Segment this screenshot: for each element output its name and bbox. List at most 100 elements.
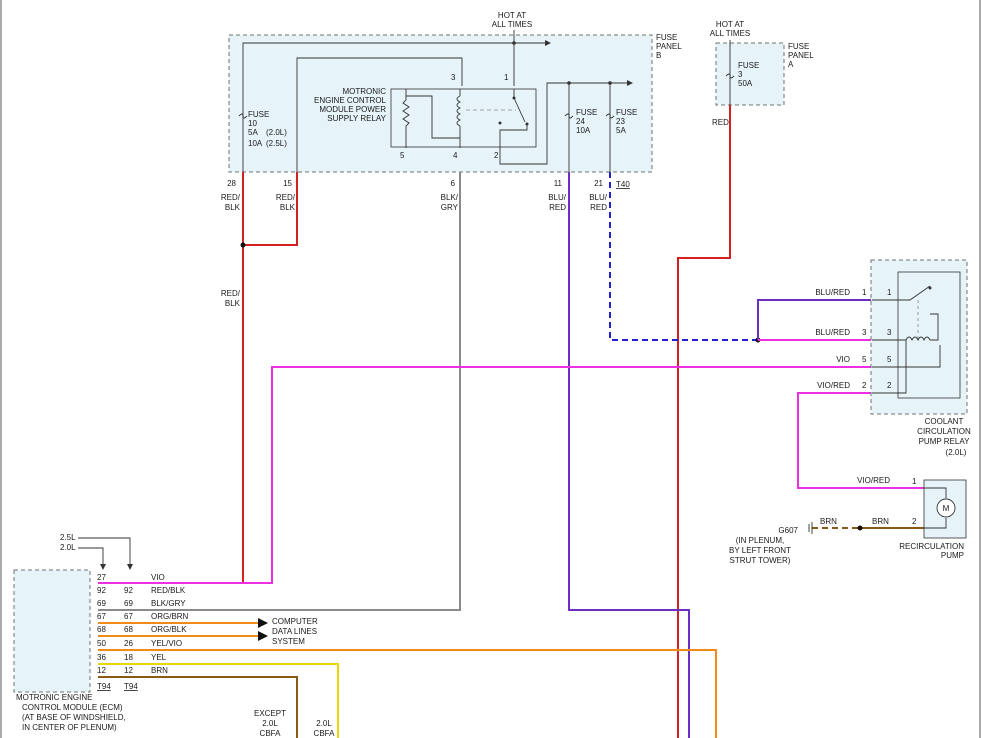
pump-pin-1: 1 (912, 477, 917, 486)
coolant-relay-pin-3-out: 3 (862, 328, 867, 337)
ecm-row-3-color: BLK/GRY (151, 599, 186, 608)
ecm-row-8-b: 12 (124, 666, 133, 675)
connector-t40: T40 (616, 180, 630, 189)
relay-internal-1 (406, 95, 460, 139)
wire-label-brn-2: BRN (872, 517, 889, 526)
data-lines-2: DATA LINES (272, 627, 317, 636)
ecm-row-6-a: 50 (97, 639, 106, 648)
ecm-row-2-a: 92 (97, 586, 106, 595)
relay-contact-3 (498, 121, 502, 125)
fuse23-label-2: 23 (616, 117, 625, 126)
fuse-panel-a-label-3: A (788, 60, 794, 69)
wire-label-red: RED (712, 118, 729, 127)
wire-red-blk-28 (98, 172, 244, 584)
relay-pin-1: 1 (504, 73, 509, 82)
recirculation-pump: 1 2 M RECIRCULATION PUMP (899, 477, 967, 560)
fuse-3-icon (725, 73, 735, 79)
variant-line-25l (78, 537, 131, 566)
wire-label-vio: VIO (836, 355, 850, 364)
ecm-row-6-color: YEL/VIO (151, 639, 182, 648)
relay-pin-5: 5 (400, 151, 405, 160)
coolant-relay-coil-icon (905, 336, 931, 342)
coolant-circulation-pump-relay: 1 3 5 2 1 3 5 2 COOLANT CIRCULATION PUMP… (862, 259, 971, 457)
pump-wire-2 (924, 518, 947, 529)
wire-red-blk-15 (243, 172, 298, 246)
wire-label-red-blk-mid-1: RED/ (221, 289, 241, 298)
variant-arrow-20l (100, 564, 106, 570)
ecm-variant-20l: 2.0L (60, 543, 76, 552)
fuse24-label-3: 10A (576, 126, 591, 135)
fuse10-variant-1: (2.0L) (266, 128, 287, 137)
note-only-1: 2.0L (316, 719, 332, 728)
relay-label-4: SUPPLY RELAY (327, 114, 386, 123)
fuse-panel-a: HOT AT ALL TIMES FUSE PANEL A FUSE 3 50A… (710, 20, 814, 127)
ecm-row-5-color: ORG/BLK (151, 625, 187, 634)
bus-top (242, 42, 545, 172)
fuse23-label-1: FUSE (616, 108, 637, 117)
coolant-relay-switch-icon (872, 285, 931, 301)
fuse-panel-a-box (715, 42, 785, 106)
fuse3-label-1: FUSE (738, 61, 759, 70)
ecm-connector-2: T94 (124, 682, 138, 691)
fuse3-label-3: 50A (738, 79, 753, 88)
hot-at-all-times-b-2: ALL TIMES (492, 20, 532, 29)
fuse10-label-4: 10A (248, 139, 263, 148)
wire-label-blk-gry-1: BLK/ (441, 193, 459, 202)
pump-pin-2: 2 (912, 517, 917, 526)
wire-label-blk-gry-2: GRY (441, 203, 459, 212)
wire-label-brn-1: BRN (820, 517, 837, 526)
fuse-panel-b-label-2: PANEL (656, 42, 682, 51)
ecm-row-7-b: 18 (124, 653, 133, 662)
fuse10-label-3: 5A (248, 128, 258, 137)
ecm-row-1-color: VIO (151, 573, 165, 582)
coolant-relay-pin2-line (872, 340, 907, 394)
ground-location-1: (IN PLENUM, (736, 536, 784, 545)
wire-yel-vio (98, 649, 717, 738)
wire-label-red-blk-15-2: BLK (280, 203, 296, 212)
fuse-panel-b-label-1: FUSE (656, 33, 677, 42)
note-only-2: CBFA (314, 729, 336, 738)
coolant-relay-label-1: COOLANT (925, 417, 964, 426)
hot-at-all-times-a-2: ALL TIMES (710, 29, 750, 38)
data-lines-3: SYSTEM (272, 637, 305, 646)
wire-label-red-blk-28-1: RED/ (221, 193, 241, 202)
fuse-24-icon (564, 113, 574, 119)
wire-label-vio-red: VIO/RED (817, 381, 850, 390)
relay-resistor-icon (402, 89, 410, 148)
coolant-relay-pin-2-out: 2 (862, 381, 867, 390)
coolant-relay-body (897, 271, 961, 399)
arrow-org-blk (258, 631, 268, 641)
ecm-row-5-a: 68 (97, 625, 106, 634)
fuse-panel-a-label-2: PANEL (788, 51, 814, 60)
relay-pin-2: 2 (494, 151, 499, 160)
power-supply-relay-box (390, 88, 537, 148)
ecm-row-2-color: RED/BLK (151, 586, 186, 595)
ground-location-2: BY LEFT FRONT (729, 546, 791, 555)
ecm-row-7-a: 36 (97, 653, 106, 662)
wire-label-blu-red-21-2: RED (590, 203, 607, 212)
coolant-relay-pin5-line (872, 345, 941, 368)
ecm-row-4-b: 67 (124, 612, 133, 621)
pump-label-2: PUMP (941, 551, 964, 560)
ecm-connector-1: T94 (97, 682, 111, 691)
pump-label-1: RECIRCULATION (899, 542, 964, 551)
fuse10-variant-2: (2.5L) (266, 139, 287, 148)
wire-label-red-blk-15-1: RED/ (276, 193, 296, 202)
coolant-relay-coil-return (930, 313, 939, 341)
coolant-relay-pin-1-in: 1 (887, 288, 892, 297)
wire-yel (98, 663, 339, 738)
terminal-15: 15 (283, 179, 292, 188)
terminal-6: 6 (451, 179, 456, 188)
hot-at-all-times-a-1: HOT AT (716, 20, 744, 29)
bus-fuses-arrow (627, 80, 633, 86)
ground-g607: G607 (IN PLENUM, BY LEFT FRONT STRUT TOW… (729, 522, 813, 565)
coolant-relay-pin-5-in: 5 (887, 355, 892, 364)
fuse24-label-2: 24 (576, 117, 585, 126)
relay-pin-4: 4 (453, 151, 458, 160)
wire-red-fuse3 (677, 105, 731, 738)
arrow-org-brn (258, 618, 268, 628)
ecm-row-7-color: YEL (151, 653, 167, 662)
wire-label-red-blk-mid-2: BLK (225, 299, 241, 308)
data-lines-1: COMPUTER (272, 617, 318, 626)
